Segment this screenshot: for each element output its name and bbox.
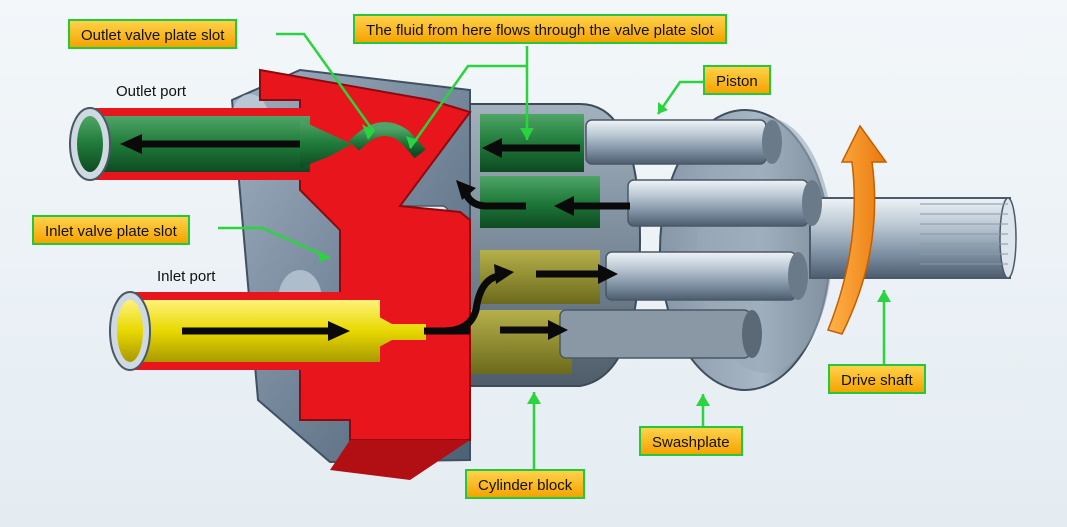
callout-piston: Piston xyxy=(703,65,771,95)
callout-outlet-valve-plate-slot: Outlet valve plate slot xyxy=(68,19,238,49)
rotation-arrow xyxy=(826,124,888,335)
callout-drive-shaft: Drive shaft xyxy=(828,364,926,394)
callout-cylinder-block: Cylinder block xyxy=(465,469,586,499)
leader-arrowheads xyxy=(318,102,891,406)
label-inlet-port: Inlet port xyxy=(157,268,216,285)
callout-swashplate: Swashplate xyxy=(639,426,743,456)
flow-arrows xyxy=(120,134,630,341)
drive-shaft-body xyxy=(809,197,1017,279)
leader-lines xyxy=(218,32,886,469)
callout-fluid-flow: The fluid from here flows through the va… xyxy=(353,14,727,44)
label-outlet-port: Outlet port xyxy=(116,83,187,100)
callout-inlet-valve-plate-slot: Inlet valve plate slot xyxy=(32,215,190,245)
